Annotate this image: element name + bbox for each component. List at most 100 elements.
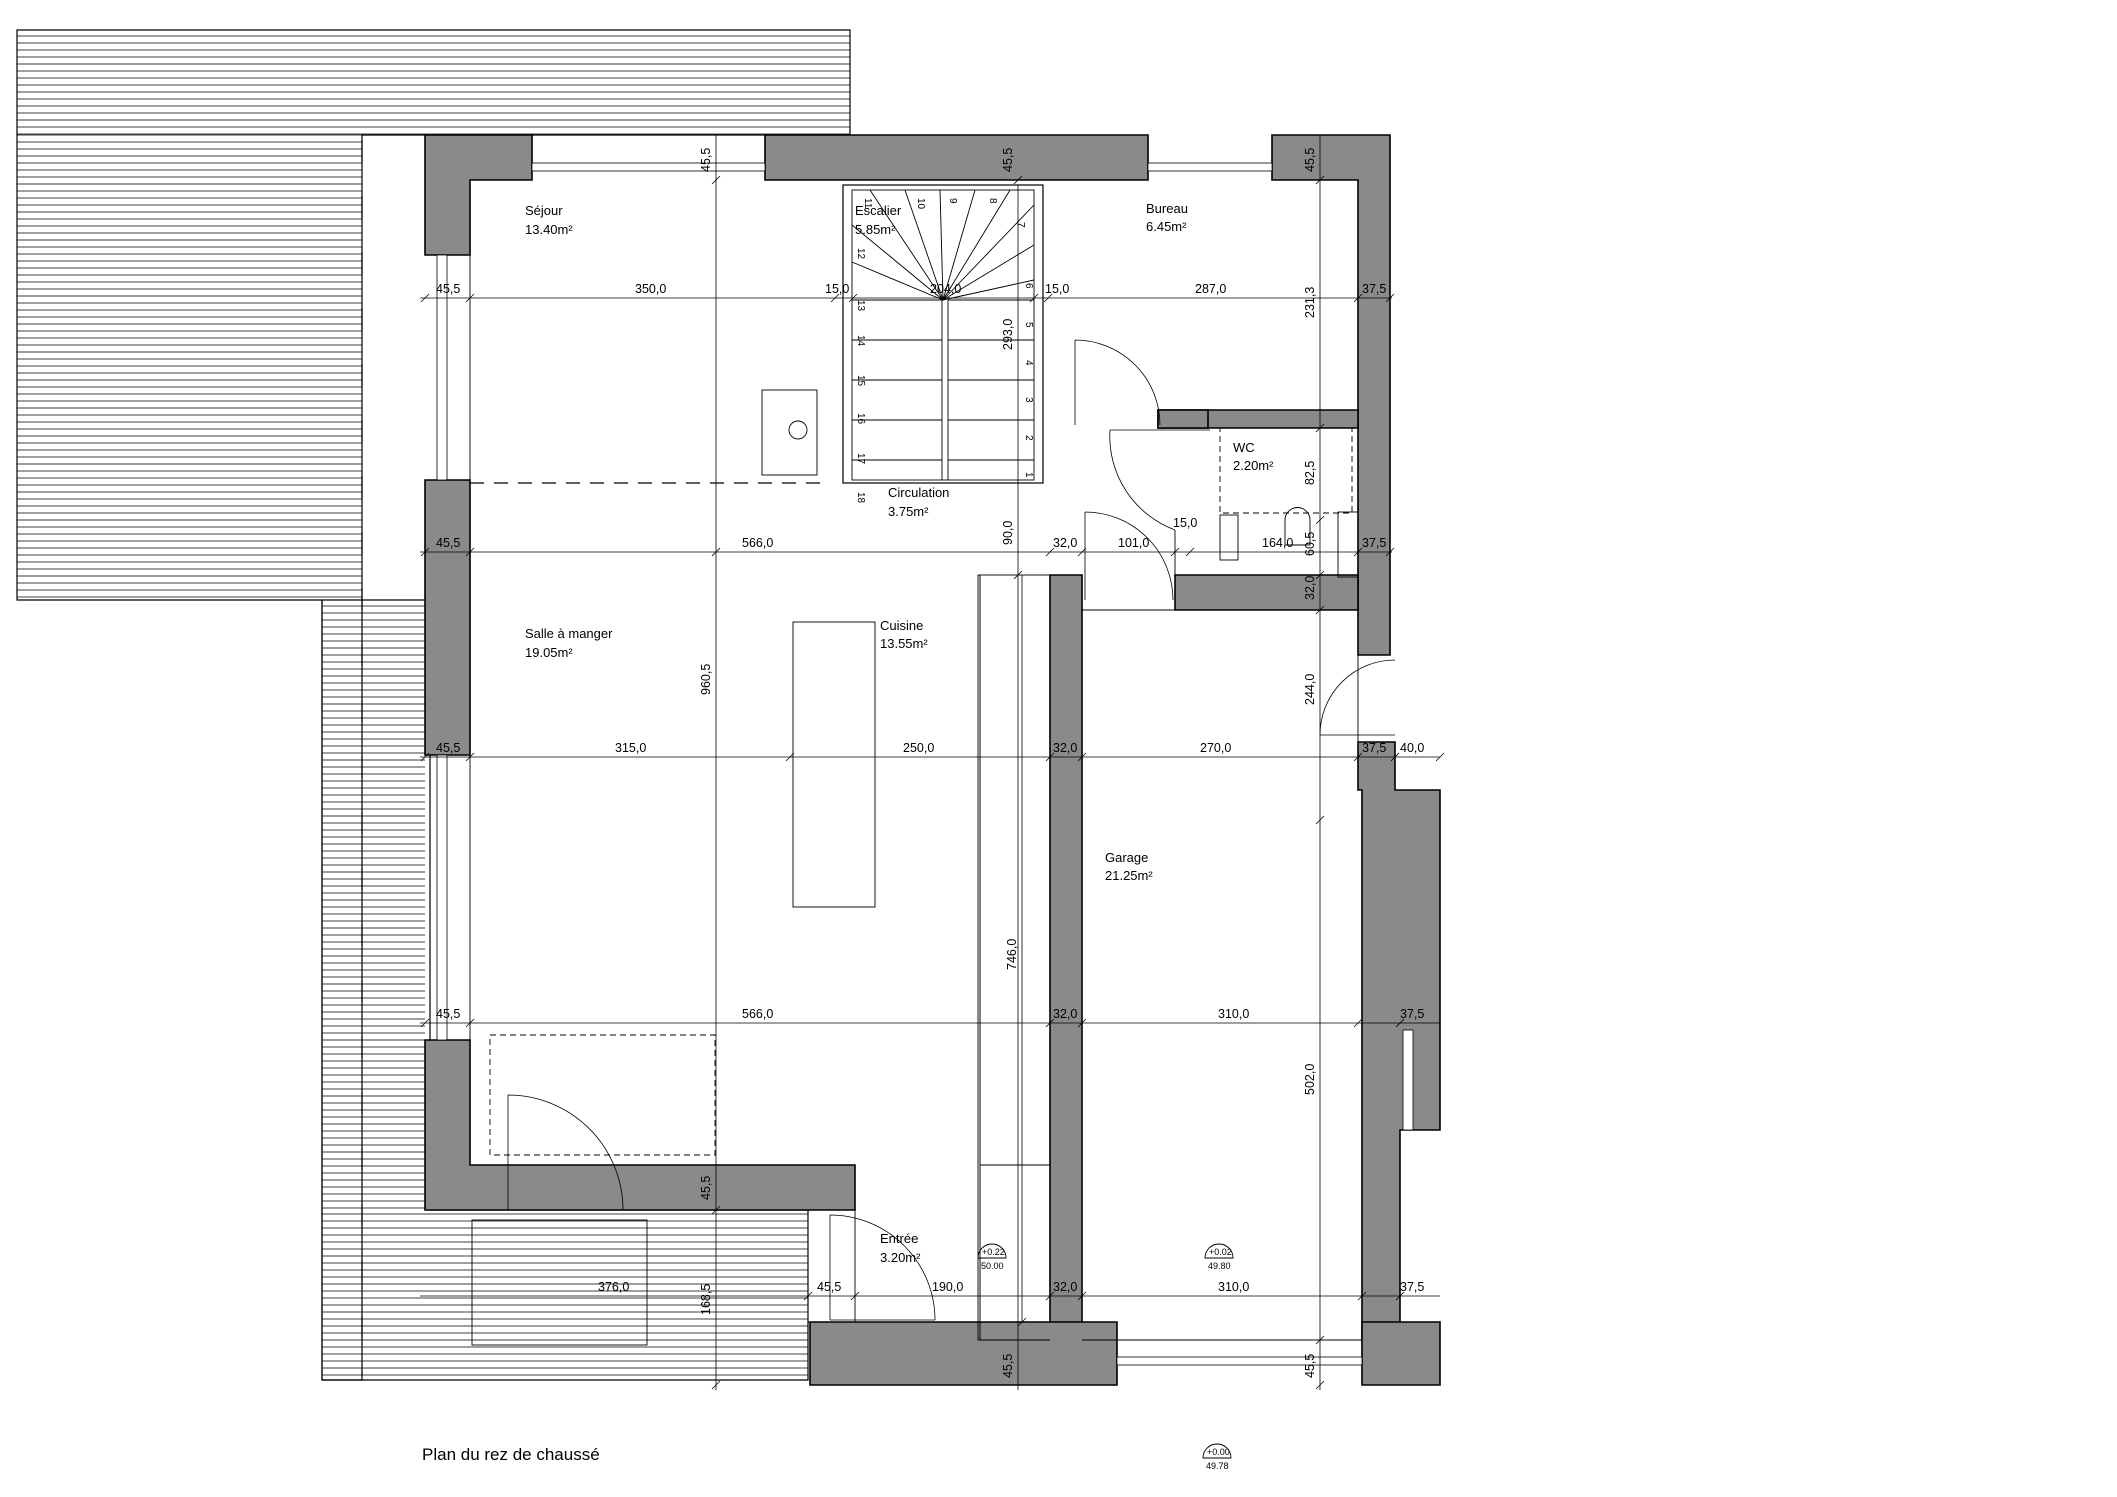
dim-label-vertical: 60,5 (1303, 532, 1317, 556)
stair-number: 13 (855, 300, 866, 312)
level-altitude: 50.00 (981, 1261, 1004, 1271)
hatch-line (904, 189, 944, 301)
hatch-line (803, 1291, 813, 1301)
hatch-line (1385, 293, 1395, 303)
dim-label: 15,0 (1173, 516, 1197, 530)
dim-label-vertical: 32,0 (1303, 576, 1317, 600)
dim-label: 566,0 (742, 1007, 773, 1021)
stair-number: 10 (915, 198, 926, 210)
dim-label-vertical: 244,0 (1303, 674, 1317, 705)
room-bureau-name: Bureau (1146, 201, 1188, 216)
dim-label-vertical: 82,5 (1303, 461, 1317, 485)
dim-label: 350,0 (635, 282, 666, 296)
stair-number: 17 (855, 453, 866, 465)
dim-label: 204,0 (930, 282, 961, 296)
room-wc-area: 2.20m² (1233, 458, 1274, 473)
hatch-line (1435, 752, 1445, 762)
stair-number: 5 (1023, 322, 1034, 328)
dim-label: 250,0 (903, 741, 934, 755)
stair-number: 12 (855, 248, 866, 260)
dim-label-vertical: 293,0 (1001, 319, 1015, 350)
hatch-line (1315, 515, 1325, 525)
hatch-line (1045, 547, 1055, 557)
hatch-line (1353, 752, 1363, 762)
dim-label: 566,0 (742, 536, 773, 550)
room-entree-area: 3.20m² (880, 1250, 921, 1265)
hatch-line (1385, 547, 1395, 557)
room-salle-a-manger-name: Salle à manger (525, 626, 613, 641)
hatch-line (830, 293, 840, 303)
room-cuisine-name: Cuisine (880, 618, 923, 633)
dim-label: 32,0 (1053, 536, 1077, 550)
walls (424, 134, 1441, 1386)
hatch-line (711, 547, 721, 557)
hatch-line (1315, 570, 1325, 580)
hatch-line (848, 293, 858, 303)
hatch-line (1353, 547, 1363, 557)
dim-label: 45,5 (436, 741, 460, 755)
level-marker-garage: +0.02 49.80 (1204, 1243, 1234, 1271)
hatch-line (1077, 1291, 1087, 1301)
stair-number: 16 (855, 413, 866, 425)
dim-label-vertical: 746,0 (1005, 939, 1019, 970)
hatch-line (942, 204, 1035, 301)
terrace-decking (16, 29, 851, 1381)
dim-label: 37,5 (1400, 1280, 1424, 1294)
room-sejour-area: 13.40m² (525, 222, 573, 237)
hatch-line (939, 189, 944, 301)
hatch-line (420, 752, 430, 762)
dim-label: 15,0 (825, 282, 849, 296)
level-marker-ground: +0.00 49.78 (1202, 1443, 1232, 1471)
stair-number: 9 (947, 198, 958, 204)
hatch-line (465, 547, 475, 557)
hatch-line (465, 1018, 475, 1028)
stair-number: 6 (1023, 283, 1034, 289)
dim-label: 40,0 (1400, 741, 1424, 755)
hatch-line (785, 752, 795, 762)
dim-label: 32,0 (1053, 1280, 1077, 1294)
dim-label: 270,0 (1200, 741, 1231, 755)
dim-label: 310,0 (1218, 1007, 1249, 1021)
level-value: +0.22 (982, 1247, 1005, 1257)
dim-label: 32,0 (1053, 741, 1077, 755)
stair-number: 4 (1023, 360, 1034, 366)
hatch-line (1395, 1291, 1405, 1301)
stair-number: 8 (987, 198, 998, 204)
dim-label-vertical: 45,5 (1303, 1354, 1317, 1378)
room-labels: Séjour 13.40m² Escalier 5.85m² Bureau 6.… (525, 201, 1274, 1265)
dim-label: 37,5 (1400, 1007, 1424, 1021)
dim-label: 45,5 (436, 1007, 460, 1021)
windows (436, 162, 1414, 1366)
stair-number: 14 (855, 335, 866, 347)
dim-label-vertical: 45,5 (1001, 1354, 1015, 1378)
hatch-line (711, 1205, 721, 1215)
room-wc-name: WC (1233, 440, 1255, 455)
hatch-line (420, 1018, 430, 1028)
dim-label-vertical: 168,5 (699, 1284, 713, 1315)
room-sejour-name: Séjour (525, 203, 563, 218)
room-bureau-area: 6.45m² (1146, 219, 1187, 234)
dim-label: 164,0 (1262, 536, 1293, 550)
hatch-line (1357, 1291, 1367, 1301)
dim-label: 37,5 (1362, 536, 1386, 550)
room-garage-name: Garage (1105, 850, 1148, 865)
hatch-line (1315, 1380, 1325, 1390)
dim-label: 45,5 (436, 536, 460, 550)
dim-label: 45,5 (436, 282, 460, 296)
hatch-line (711, 1380, 721, 1390)
hatch-line (942, 189, 1011, 301)
hatch-line (1353, 293, 1363, 303)
dim-label-vertical: 45,5 (1001, 148, 1015, 172)
hatch-line (420, 547, 430, 557)
stair-number: 7 (1015, 222, 1026, 228)
dim-label: 287,0 (1195, 282, 1226, 296)
dim-label: 15,0 (1045, 282, 1069, 296)
room-circulation-name: Circulation (888, 485, 949, 500)
dimension-labels: 45,5 350,0 15,0 204,0 15,0 287,0 37,5 45… (436, 148, 1424, 1378)
dim-label-vertical: 45,5 (699, 148, 713, 172)
hatch-line (1395, 1018, 1405, 1028)
room-salle-a-manger-area: 19.05m² (525, 645, 573, 660)
hatch-line (711, 175, 721, 185)
hatch-line (942, 244, 1035, 301)
hatch-line (465, 293, 475, 303)
